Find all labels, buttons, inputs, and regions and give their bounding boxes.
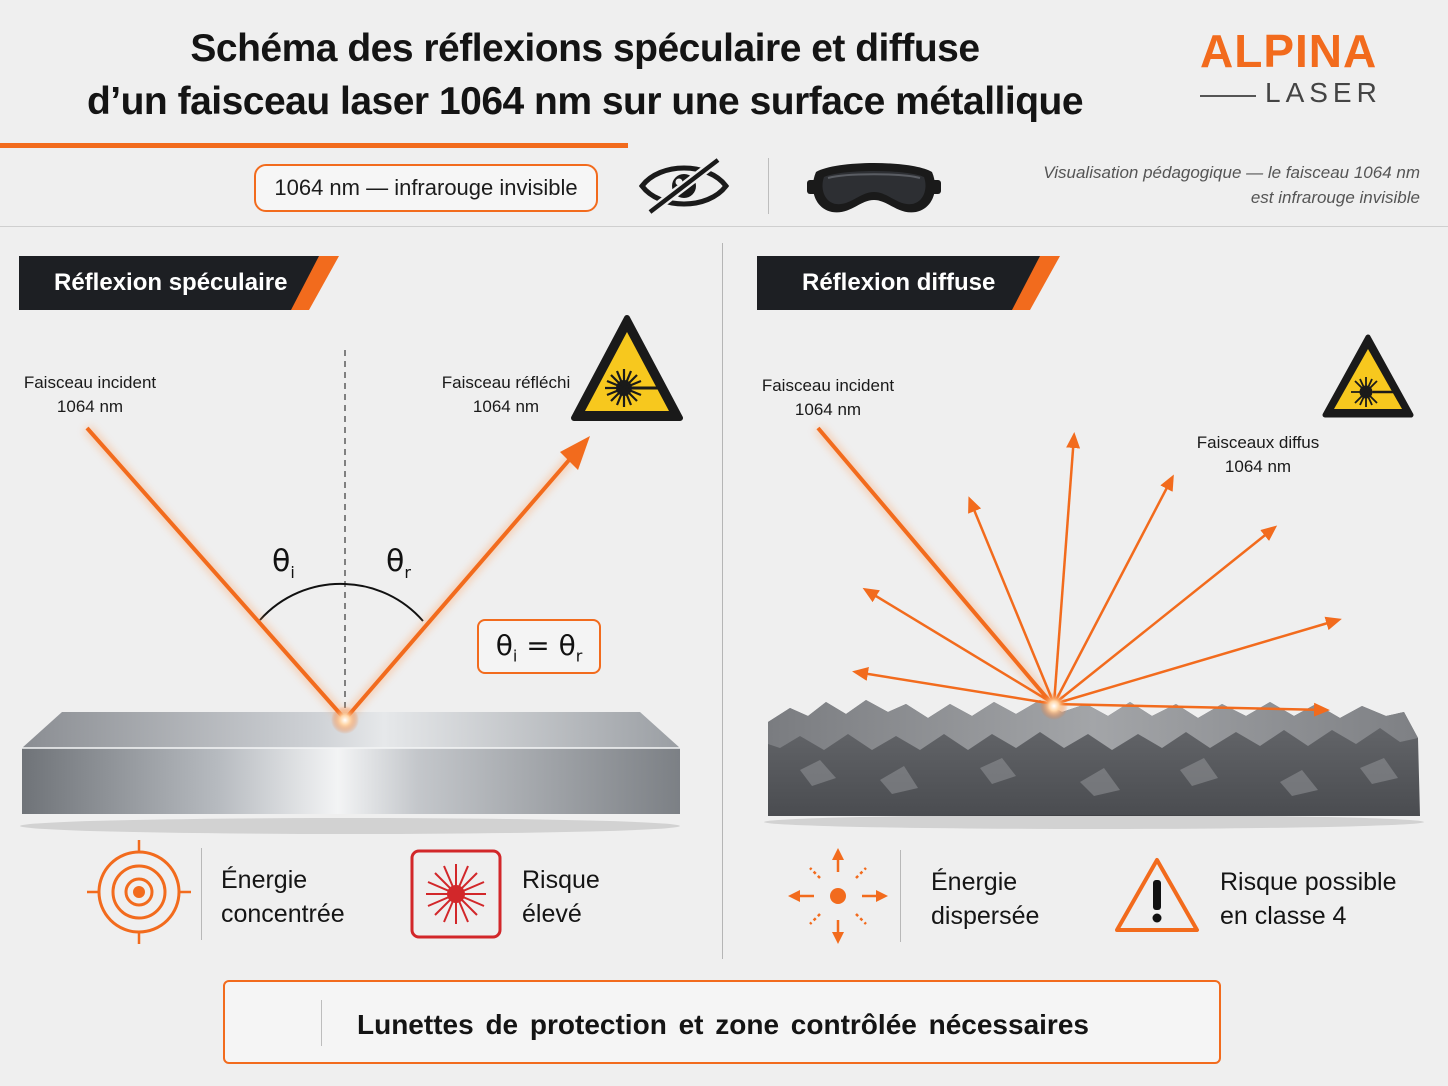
section-tag-shape <box>19 256 339 310</box>
brand-logo-main: ALPINA <box>1200 25 1378 77</box>
label-line: 1064 nm <box>1224 457 1292 476</box>
diffuse-beam <box>852 667 1055 706</box>
safety-goggles-icon <box>807 163 941 213</box>
info-note-line-1: Visualisation pédagogique — le faisceau … <box>1043 163 1420 182</box>
label-line: Faisceaux diffus <box>1196 433 1320 452</box>
label-incident-beam-specular: Faisceau incident 1064 nm <box>20 371 160 419</box>
theta-symbol: θ <box>495 629 513 662</box>
diffuse-beam <box>862 587 1055 706</box>
laser-burst-icon <box>410 849 502 939</box>
angle-label-reflected: θr <box>386 544 411 582</box>
angle-equation-box: θi = θr <box>477 619 601 674</box>
info-bar-separator <box>768 158 769 214</box>
diffuse-beam <box>1052 474 1174 705</box>
theta-subscript: i <box>512 646 518 666</box>
label-line: dispersée <box>931 902 1040 930</box>
reflected-beam-arrowhead <box>560 436 590 470</box>
angle-label-incident: θi <box>272 544 295 582</box>
reflected-beam <box>345 448 579 719</box>
banner-text: Lunettes de protection et zone contrôlée… <box>357 1009 1089 1040</box>
theta-symbol: θ <box>272 544 291 579</box>
specular-energy-label: Énergie concentrée <box>221 863 345 931</box>
metal-plate <box>20 712 680 834</box>
info-note-line-2: est infrarouge invisible <box>1250 188 1420 207</box>
equals-sign: = <box>526 629 550 662</box>
footer-separator <box>900 850 901 942</box>
angle-arc-incident <box>259 582 346 621</box>
page-title: Schéma des réflexions spéculaire et diff… <box>20 22 1150 128</box>
label-line: Faisceau réfléchi <box>441 373 571 392</box>
label-line: 1064 nm <box>56 397 124 416</box>
diffuse-risk-label: Risque possible en classe 4 <box>1220 865 1397 933</box>
impact-point-diffuse <box>1040 692 1068 720</box>
specular-risk-label: Risque élevé <box>522 863 600 931</box>
section-tag-specular: Réflexion spéculaire <box>19 256 339 310</box>
diffuse-beam <box>968 496 1056 705</box>
title-underline <box>0 143 628 148</box>
diffuse-beam <box>1053 702 1330 717</box>
impact-point-specular <box>331 706 359 734</box>
diffuse-beams <box>852 432 1342 717</box>
footer-separator <box>201 848 202 940</box>
label-line: Énergie <box>931 868 1018 896</box>
label-line: Risque <box>522 866 600 894</box>
banner-separator <box>321 1000 322 1046</box>
label-incident-beam-diffuse: Faisceau incident 1064 nm <box>758 374 898 422</box>
section-tag-shape <box>757 256 1060 310</box>
theta-subscript: r <box>575 646 583 666</box>
safety-banner: Lunettes de protection et zone contrôlée… <box>223 980 1221 1064</box>
title-line-2: d’un faisceau laser 1064 nm sur une surf… <box>86 80 1084 123</box>
rough-surface <box>764 700 1424 829</box>
label-line: concentrée <box>221 900 345 928</box>
section-title-diffuse: Réflexion diffuse <box>802 269 996 296</box>
incident-beam-specular <box>85 426 345 719</box>
target-icon <box>87 840 191 944</box>
theta-symbol: θ <box>386 544 405 579</box>
brand-logo-rule <box>1200 95 1256 97</box>
label-line: Faisceau incident <box>23 373 157 392</box>
diffuse-beam <box>1052 432 1081 705</box>
label-diffuse-beams: Faisceaux diffus 1064 nm <box>1190 431 1326 479</box>
label-line: élevé <box>522 900 582 928</box>
panels-divider <box>722 243 723 959</box>
scatter-burst-icon <box>788 848 888 944</box>
label-reflected-beam: Faisceau réfléchi 1064 nm <box>436 371 576 419</box>
label-line: en classe 4 <box>1220 902 1347 930</box>
wavelength-badge: 1064 nm — infrarouge invisible <box>254 164 598 212</box>
angle-arc-reflected <box>344 583 424 622</box>
header-divider <box>0 226 1448 227</box>
title-line-1: Schéma des réflexions spéculaire et diff… <box>190 27 980 70</box>
theta-subscript: r <box>404 563 411 582</box>
diffuse-beam <box>1053 616 1342 706</box>
label-line: Faisceau incident <box>761 376 895 395</box>
diffuse-beam <box>1053 525 1278 705</box>
laser-warning-sign-specular <box>571 315 683 421</box>
eye-slash-icon <box>638 156 730 216</box>
label-line: Énergie <box>221 866 308 894</box>
section-tag-diffuse: Réflexion diffuse <box>757 256 1060 310</box>
warning-triangle-icon <box>1115 858 1199 932</box>
laser-warning-sign-diffuse <box>1322 334 1414 418</box>
label-line: Risque possible <box>1220 868 1397 896</box>
brand-logo-sub: LASER <box>1265 77 1382 108</box>
section-title-specular: Réflexion spéculaire <box>54 269 288 296</box>
equation-text: θi = θr <box>495 629 583 666</box>
incident-beam-diffuse <box>816 426 1054 706</box>
label-line: 1064 nm <box>794 400 862 419</box>
info-note: Visualisation pédagogique — le faisceau … <box>1040 160 1420 210</box>
theta-subscript: i <box>290 563 295 582</box>
diffuse-energy-label: Énergie dispersée <box>931 865 1039 933</box>
label-line: 1064 nm <box>472 397 540 416</box>
theta-symbol: θ <box>558 629 576 662</box>
